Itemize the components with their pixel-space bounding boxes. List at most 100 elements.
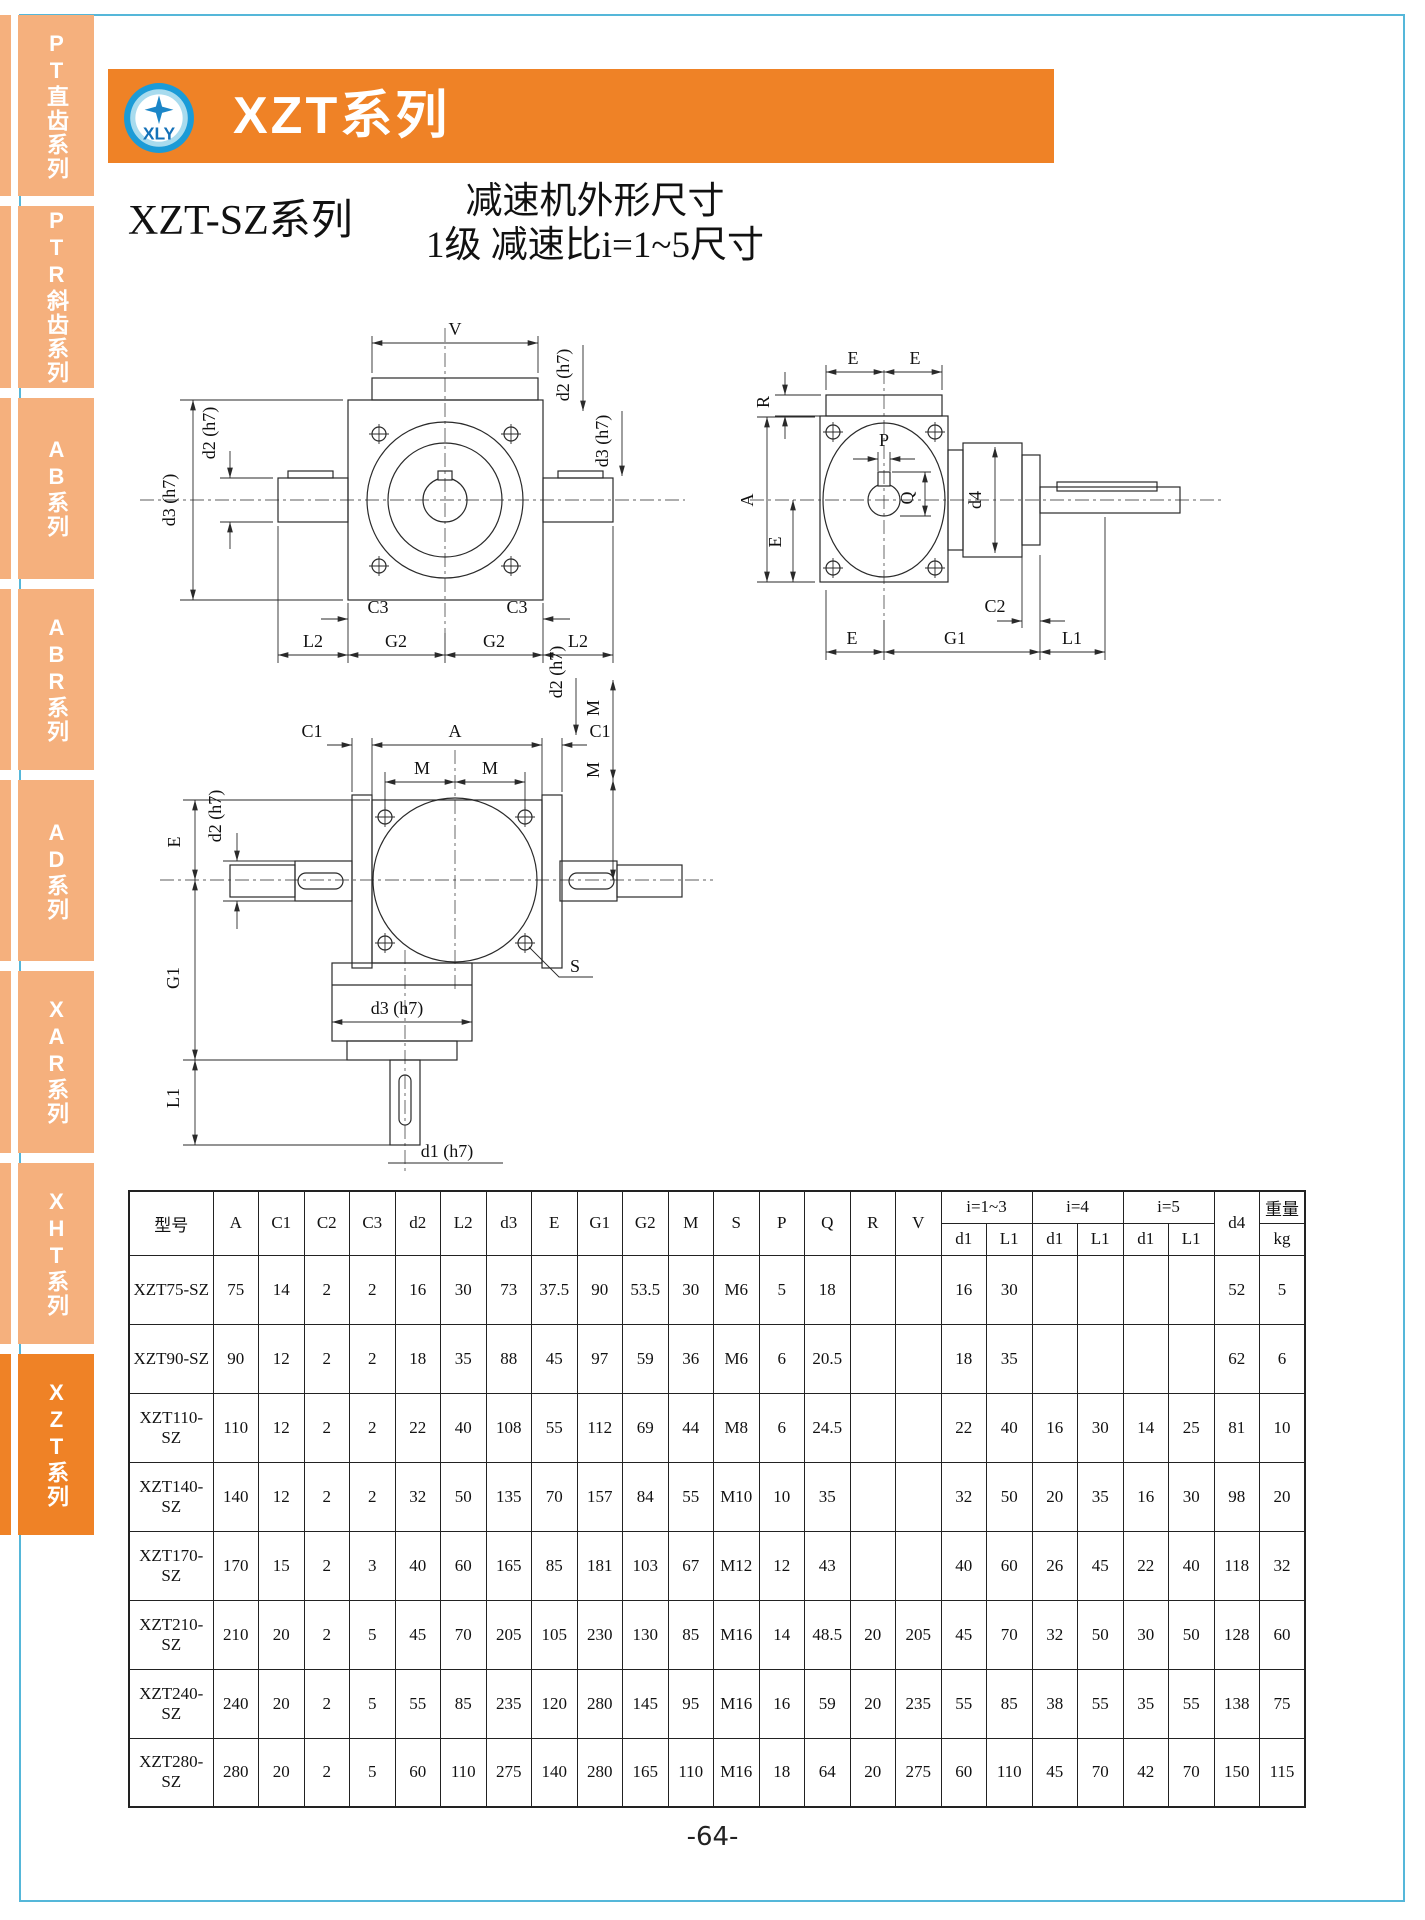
value-cell: 6 [758, 1392, 805, 1463]
value-cell: 64 [804, 1737, 851, 1808]
col-header-l2: L2 [440, 1190, 487, 1256]
value-cell [849, 1323, 896, 1394]
value-cell: 52 [1213, 1254, 1260, 1325]
dim-label-g1-view3: G1 [163, 967, 183, 989]
value-cell: 20 [1259, 1461, 1306, 1532]
sidebar-tab-edge [0, 1162, 11, 1344]
value-cell: 98 [1213, 1461, 1260, 1532]
value-cell: 43 [804, 1530, 851, 1601]
col-header-d4: d4 [1213, 1190, 1260, 1256]
value-cell: 3 [349, 1530, 396, 1601]
value-cell: 20 [849, 1737, 896, 1808]
value-cell: 97 [576, 1323, 623, 1394]
dim-label-v: V [449, 319, 462, 339]
value-cell: 2 [303, 1461, 350, 1532]
sidebar-tab-label: XAR系列 [44, 997, 69, 1127]
sidebar-tab-ad[interactable]: AD系列 [18, 780, 94, 962]
value-cell [895, 1461, 942, 1532]
value-cell: 20 [258, 1737, 305, 1808]
col-header-d1-i13: d1 [940, 1222, 987, 1256]
value-cell: 60 [1259, 1599, 1306, 1670]
value-cell: 280 [576, 1737, 623, 1808]
xly-logo: XLY [123, 82, 195, 154]
value-cell: 50 [1168, 1599, 1215, 1670]
value-cell: 60 [394, 1737, 441, 1808]
value-cell: 2 [349, 1254, 396, 1325]
value-cell: 205 [485, 1599, 532, 1670]
value-cell: 40 [394, 1530, 441, 1601]
dim-label-p: P [879, 430, 889, 450]
value-cell: 16 [940, 1254, 987, 1325]
sidebar-tab-abr[interactable]: ABR系列 [18, 588, 94, 770]
value-cell [1077, 1254, 1124, 1325]
value-cell [1168, 1254, 1215, 1325]
value-cell: 128 [1213, 1599, 1260, 1670]
value-cell: 40 [440, 1392, 487, 1463]
dim-label-s: S [570, 956, 580, 976]
value-cell: 75 [212, 1254, 259, 1325]
value-cell: 2 [303, 1599, 350, 1670]
value-cell: 50 [440, 1461, 487, 1532]
value-cell: 138 [1213, 1668, 1260, 1739]
value-cell [849, 1461, 896, 1532]
value-cell: 26 [1031, 1530, 1078, 1601]
value-cell: 230 [576, 1599, 623, 1670]
sidebar: PT直齿系列 PTR斜齿系列 AB系列 ABR系列 AD系列 XAR系列 XHT系列 XZT系… [0, 15, 94, 1535]
value-cell: 70 [1077, 1737, 1124, 1808]
value-cell: M6 [713, 1323, 760, 1394]
sidebar-tab-ab[interactable]: AB系列 [18, 397, 94, 579]
value-cell: 275 [485, 1737, 532, 1808]
sidebar-tab-pt[interactable]: PT直齿系列 [18, 15, 94, 197]
page-number: -64- [686, 1822, 739, 1852]
value-cell: 210 [212, 1599, 259, 1670]
dim-label-r: R [753, 396, 773, 408]
value-cell: 62 [1213, 1323, 1260, 1394]
value-cell: 55 [667, 1461, 714, 1532]
col-header-p: P [758, 1190, 805, 1256]
value-cell: 95 [667, 1668, 714, 1739]
value-cell: 55 [1077, 1668, 1124, 1739]
model-cell: XZT75-SZ [128, 1254, 214, 1325]
dim-label-c1-left: C1 [301, 721, 322, 741]
value-cell: 70 [986, 1599, 1033, 1670]
value-cell: 30 [986, 1254, 1033, 1325]
value-cell: 280 [212, 1737, 259, 1808]
dim-label-d2-right: d2 (h7) [553, 349, 574, 402]
sidebar-tab-xar[interactable]: XAR系列 [18, 971, 94, 1153]
value-cell [1077, 1323, 1124, 1394]
value-cell [1031, 1323, 1078, 1394]
dim-label-e-bottom: E [847, 628, 858, 648]
value-cell: 55 [394, 1668, 441, 1739]
value-cell: 2 [303, 1668, 350, 1739]
value-cell: 40 [940, 1530, 987, 1601]
sidebar-tab-row: PT直齿系列 [0, 15, 94, 197]
value-cell: 44 [667, 1392, 714, 1463]
sidebar-tab-edge [0, 397, 11, 579]
col-header-weight: 重量 [1259, 1190, 1306, 1224]
value-cell: 32 [1031, 1599, 1078, 1670]
value-cell [895, 1323, 942, 1394]
col-header-d3: d3 [485, 1190, 532, 1256]
value-cell: 145 [622, 1668, 669, 1739]
dim-label-d2: d2 (h7) [199, 407, 220, 460]
sidebar-tab-edge [0, 15, 11, 197]
value-cell: 2 [303, 1254, 350, 1325]
value-cell: 10 [1259, 1392, 1306, 1463]
value-cell: 2 [303, 1737, 350, 1808]
sidebar-tab-ptr[interactable]: PTR斜齿系列 [18, 206, 94, 388]
value-cell: 2 [349, 1461, 396, 1532]
value-cell: 20.5 [804, 1323, 851, 1394]
value-cell: 67 [667, 1530, 714, 1601]
dim-label-e-view3: E [164, 837, 184, 848]
value-cell: 112 [576, 1392, 623, 1463]
value-cell: 55 [940, 1668, 987, 1739]
sidebar-tab-xht[interactable]: XHT系列 [18, 1162, 94, 1344]
value-cell: 5 [349, 1599, 396, 1670]
model-cell: XZT240-SZ [128, 1668, 214, 1739]
sidebar-tab-xzt[interactable]: XZT系列 [18, 1353, 94, 1535]
value-cell: M8 [713, 1392, 760, 1463]
value-cell: 12 [258, 1461, 305, 1532]
